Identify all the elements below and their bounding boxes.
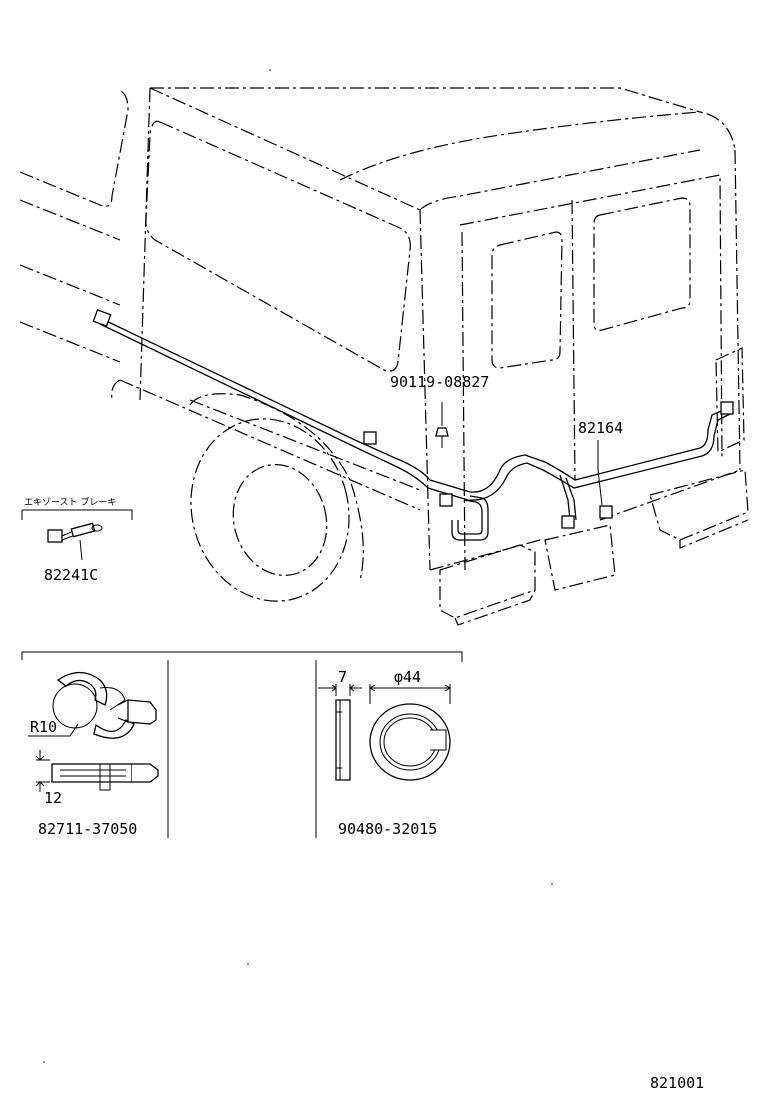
bolt-part-number: 90119-08827 bbox=[390, 373, 489, 391]
exhaust-brake-caption: エキゾースト ブレーキ bbox=[24, 496, 116, 508]
grommet-detail: 7 φ44 90480-32015 bbox=[318, 668, 451, 838]
wire-harness bbox=[92, 309, 734, 541]
clamp-height-label: 12 bbox=[44, 789, 62, 807]
clamp-part-number: 82711-37050 bbox=[38, 820, 137, 838]
grommet-diameter-label: φ44 bbox=[394, 668, 421, 686]
detail-box bbox=[21, 651, 463, 838]
clamp-detail: R10 12 82711-37050 bbox=[28, 671, 159, 838]
exhaust-brake-inset: エキゾースト ブレーキ 82241C bbox=[21, 496, 133, 584]
grommet-part-number: 90480-32015 bbox=[338, 820, 437, 838]
diagram-number: 821001 bbox=[650, 1074, 704, 1092]
harness-part-number: 82164 bbox=[578, 419, 623, 437]
exhaust-part-number: 82241C bbox=[44, 566, 98, 584]
vehicle-body-outline bbox=[19, 87, 749, 626]
clamp-radius-label: R10 bbox=[30, 718, 57, 736]
grommet-width-label: 7 bbox=[338, 668, 347, 686]
